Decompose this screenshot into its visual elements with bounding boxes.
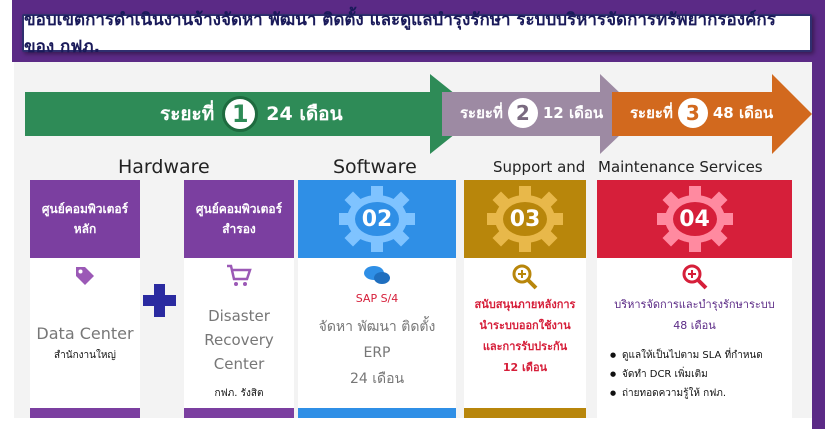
- tag-icon: [30, 264, 140, 292]
- right-border: [812, 0, 825, 429]
- card-software: 02 SAP S/4 จัดหา พัฒนา ติดตั้ง ERP 24 เด…: [298, 180, 456, 418]
- cart-icon: [184, 264, 294, 292]
- phase-3-arrow: [612, 74, 812, 154]
- section-maintenance: Maintenance Services: [598, 158, 763, 176]
- card-software-number: 02: [361, 206, 393, 232]
- phase-3-label: ระยะที่ 3 48 เดือน: [630, 96, 773, 130]
- section-support: Support and: [493, 158, 586, 176]
- card-support-desc: สนับสนุนภายหลังการ นำระบบออกใช้งาน และกา…: [474, 298, 576, 374]
- phase-3-number: 3: [677, 98, 708, 128]
- card-support: 03 สนับสนุนภายหลังการ นำระบบออกใช้งาน แล…: [464, 180, 586, 418]
- phase-2-label: ระยะที่ 2 12 เดือน: [460, 96, 603, 130]
- card-maintenance-number: 04: [679, 206, 710, 232]
- card-dr-center-footer: [184, 408, 294, 418]
- card-data-center: ศูนย์คอมพิวเตอร์ หลัก Data Center สำนักง…: [30, 180, 140, 418]
- slide-title: ขอบเขตการดำเนินงานจ้างจัดหา พัฒนา ติดตั้…: [22, 10, 812, 57]
- card-data-center-header: ศูนย์คอมพิวเตอร์ หลัก: [30, 180, 140, 258]
- card-software-desc: จัดหา พัฒนา ติดตั้ง ERP 24 เดือน: [318, 319, 436, 387]
- card-maintenance-desc: บริหารจัดการและบำรุงรักษาระบบ 48 เดือน: [614, 298, 775, 332]
- section-hardware: Hardware: [118, 156, 210, 178]
- plus-icon: [143, 284, 176, 317]
- card-data-center-subtitle: สำนักงานใหญ่: [54, 350, 116, 361]
- card-software-product: SAP S/4: [355, 292, 399, 305]
- card-software-footer: [298, 408, 456, 418]
- zoom-in-icon: [597, 264, 792, 294]
- gear-icon: 03: [464, 180, 586, 258]
- phase-2-arrow: [442, 74, 642, 154]
- card-support-number: 03: [509, 206, 541, 232]
- zoom-in-icon: [464, 264, 586, 294]
- gear-icon: 04: [597, 180, 792, 258]
- phase-2-number: 2: [507, 98, 538, 128]
- card-support-footer: [464, 408, 586, 418]
- phase-1-label: ระยะที่ 1 24 เดือน: [160, 94, 343, 134]
- list-item: ถ่ายทอดความรู้ให้ กฟภ.: [610, 384, 800, 403]
- maintenance-bullets: ดูแลให้เป็นไปตาม SLA ที่กำหนด จัดทำ DCR …: [610, 346, 800, 403]
- card-dr-center: ศูนย์คอมพิวเตอร์ สำรอง Disaster Recovery…: [184, 180, 294, 418]
- card-data-center-footer: [30, 408, 140, 418]
- left-border: [0, 0, 14, 429]
- card-dr-center-subtitle: กฟภ. รังสิต: [214, 388, 264, 399]
- section-software: Software: [333, 156, 417, 178]
- list-item: จัดทำ DCR เพิ่มเติม: [610, 365, 800, 384]
- card-dr-center-header: ศูนย์คอมพิวเตอร์ สำรอง: [184, 180, 294, 258]
- chat-icon: [298, 264, 456, 292]
- gear-icon: 02: [298, 180, 456, 258]
- list-item: ดูแลให้เป็นไปตาม SLA ที่กำหนด: [610, 346, 800, 365]
- card-dr-center-title: Disaster Recovery Center: [204, 307, 274, 373]
- phase-1-number: 1: [222, 96, 259, 132]
- card-data-center-title: Data Center: [36, 324, 134, 343]
